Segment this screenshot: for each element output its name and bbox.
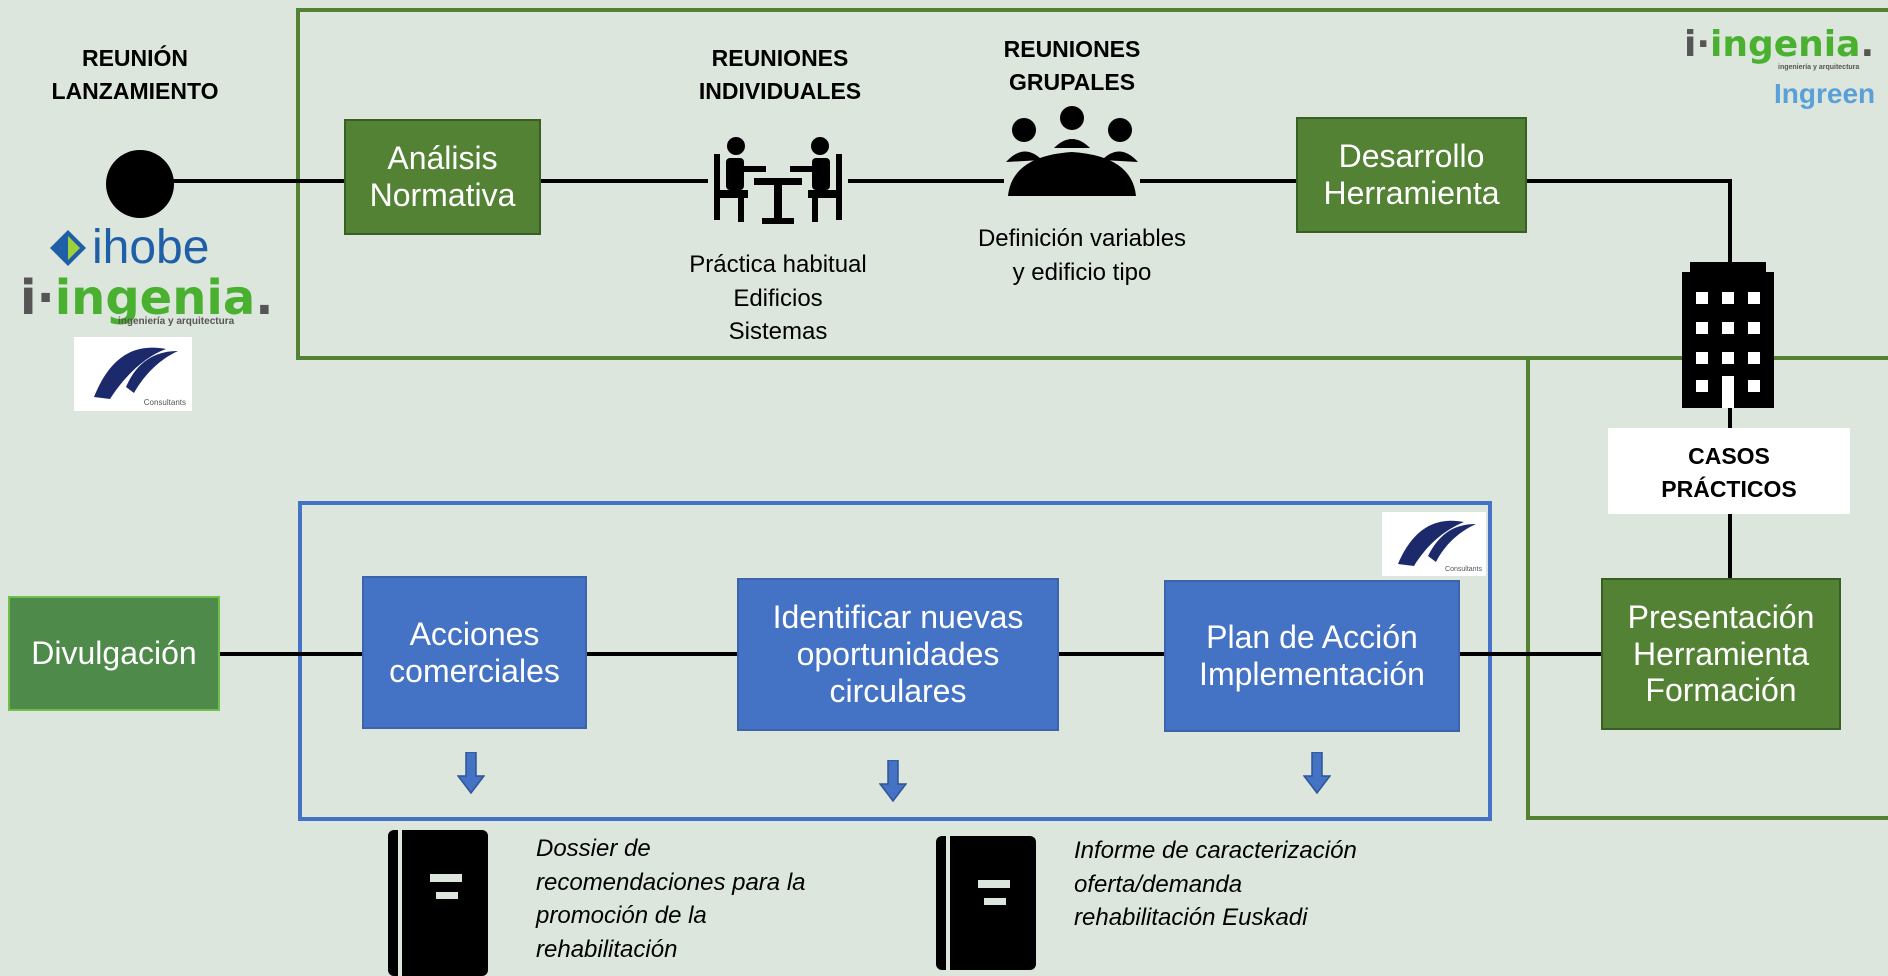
- desarrollo-herramienta-box: Desarrollo Herramienta: [1296, 117, 1527, 233]
- document-icon-1: [388, 830, 488, 976]
- ingenia-word-right: ingenia: [1710, 24, 1861, 65]
- sf-monogram-icon-right: [1398, 520, 1476, 566]
- sf-subtitle-left: Consultants: [143, 398, 186, 407]
- ingenia-dot-right: .: [1860, 24, 1875, 65]
- right-vertical-line: [1728, 179, 1732, 657]
- document-icon-2: [936, 836, 1036, 970]
- ingenia-logo-right: i·ingenia.: [1684, 24, 1874, 65]
- top-process-line: [160, 179, 1730, 183]
- launch-meeting-heading: REUNIÓN LANZAMIENTO: [51, 45, 219, 105]
- sf-consultants-logo-right: Consultants: [1382, 512, 1486, 576]
- ingreen-logo: Ingreen: [1774, 78, 1876, 109]
- analisis-normativa-box: Análisis Normativa: [344, 119, 541, 235]
- building-icon: [1682, 262, 1774, 408]
- dossier-output-text: Dossier de recomendaciones para la promo…: [536, 835, 806, 963]
- casos-practicos-label-box: CASOS PRÁCTICOS: [1608, 428, 1850, 514]
- plan-accion-box: Plan de Acción Implementación: [1164, 580, 1460, 732]
- identificar-oportunidades-box: Identificar nuevas oportunidades circula…: [737, 578, 1059, 731]
- down-arrow-icon-2: [879, 760, 907, 802]
- individual-meeting-icon: [708, 134, 848, 230]
- down-arrow-icon-1: [457, 752, 485, 794]
- presentacion-herramienta-box: Presentación Herramienta Formación: [1601, 578, 1841, 730]
- down-arrow-icon-3: [1303, 752, 1331, 794]
- group-meetings-heading: REUNIONES GRUPALES: [1003, 36, 1141, 96]
- individual-meetings-caption: Práctica habitual Edificios Sistemas: [689, 251, 867, 346]
- start-node: [106, 150, 174, 218]
- group-meetings-caption: Definición variables y edificio tipo: [977, 225, 1187, 286]
- top-phase-frame: [296, 8, 1888, 360]
- divulgacion-box: Divulgación: [8, 596, 220, 711]
- ihobe-logo: ihobe: [92, 221, 210, 274]
- sf-monogram-icon: [94, 347, 178, 399]
- acciones-comerciales-box: Acciones comerciales: [362, 576, 587, 729]
- ingenia-dot: .: [255, 270, 274, 326]
- ingenia-logo-left: i·ingenia.: [20, 270, 273, 326]
- commercial-phase-frame: [298, 501, 1492, 821]
- ingenia-subtitle-left: ingeniería y arquitectura: [118, 316, 235, 327]
- informe-output-text: Informe de caracterización oferta/demand…: [1074, 837, 1357, 932]
- ingenia-subtitle-right: ingeniería y arquitectura: [1778, 64, 1860, 71]
- casos-practicos-heading: CASOS PRÁCTICOS: [1661, 443, 1797, 503]
- ingenia-word: ingenia: [54, 270, 256, 326]
- group-meeting-icon: [1004, 104, 1140, 196]
- individual-meetings-heading: REUNIONES INDIVIDUALES: [698, 45, 862, 105]
- ingenia-prefix-right: i·: [1684, 24, 1711, 65]
- sf-consultants-logo-left: Consultants: [74, 337, 192, 411]
- ihobe-leaf-icon: [50, 230, 86, 266]
- ingenia-prefix: i·: [20, 270, 55, 326]
- sf-subtitle-right: Consultants: [1445, 566, 1482, 573]
